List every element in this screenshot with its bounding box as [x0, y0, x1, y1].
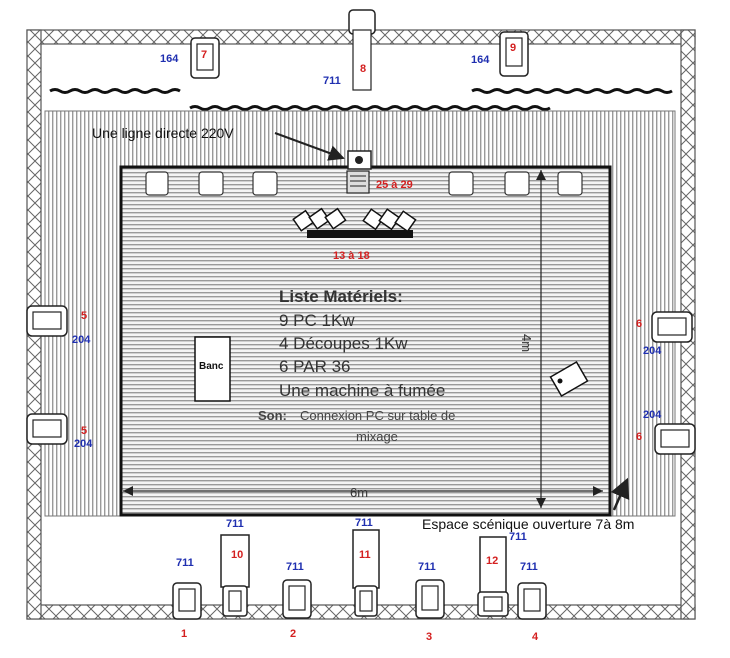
curtains — [49, 88, 673, 111]
fixture-5b — [26, 413, 68, 445]
fixture-number: 12 — [486, 555, 499, 567]
floor-lights-row — [145, 171, 583, 196]
floor-light — [252, 171, 278, 196]
dimension-6m-label: 6m — [350, 485, 369, 500]
fixture-model: 711 — [323, 75, 341, 87]
curtain-left — [49, 88, 181, 94]
range-label-top: 25 à 29 — [376, 179, 413, 191]
list-title: Liste Matériels: — [279, 287, 403, 306]
fixture-number: 8 — [360, 63, 367, 75]
fixture-11 — [352, 529, 380, 617]
fixture-model: 204 — [72, 334, 91, 346]
fixture-12 — [477, 536, 509, 617]
fixture-6b — [654, 423, 696, 455]
fixture-number: 11 — [359, 549, 371, 561]
fixture-model: 711 — [286, 561, 304, 573]
fixture-8 — [348, 9, 376, 91]
son-text: mixage — [356, 429, 398, 444]
curtain-right — [471, 88, 673, 94]
fixture-number: 9 — [510, 42, 517, 54]
floor-light — [557, 171, 583, 196]
bench — [194, 336, 231, 402]
smoke-machine-icon — [549, 360, 589, 398]
son-text: Connexion PC sur table de — [300, 408, 456, 423]
floor-light — [448, 171, 474, 196]
fixture-number: 6 — [636, 318, 643, 330]
bench-label: Banc — [199, 361, 224, 372]
fixture-model: 711 — [176, 557, 194, 569]
fixture-model: 711 — [418, 561, 436, 573]
fixture-model: 204 — [643, 345, 662, 357]
fixture-4 — [517, 582, 547, 620]
fixture-7 — [190, 37, 220, 79]
fixture-model: 711 — [509, 531, 527, 543]
stage-note-arrow — [610, 477, 630, 511]
par-can-icon — [362, 208, 385, 231]
direct-line-label: Une ligne directe 220V — [92, 125, 234, 141]
list-item: 4 Découpes 1Kw — [279, 334, 408, 353]
par-can-icon — [308, 207, 331, 230]
direct-line-arrow — [274, 132, 345, 161]
fixture-number: 2 — [290, 628, 297, 640]
list-item: Une machine à fumée — [279, 381, 446, 400]
son-label: Son: — [258, 408, 287, 423]
par-bar — [292, 207, 417, 238]
list-item: 9 PC 1Kw — [279, 311, 355, 330]
fixture-2 — [282, 579, 312, 619]
fixture-model: 204 — [74, 438, 93, 450]
dimension-4m-label: 4m — [519, 334, 534, 353]
fixture-5a — [26, 305, 68, 337]
fixture-model: 711 — [520, 561, 538, 573]
fixture-number: 5 — [81, 425, 88, 437]
fixture-model: 711 — [226, 518, 244, 530]
dimmer-box-icon — [346, 150, 372, 194]
stage-opening-note: Espace scénique ouverture 7à 8m — [422, 516, 635, 532]
fixture-9 — [499, 31, 529, 77]
floor-light — [198, 171, 224, 196]
fixture-number: 4 — [532, 631, 539, 643]
fixture-1 — [172, 582, 202, 620]
fixture-number: 5 — [81, 310, 88, 322]
par-can-icon — [394, 210, 417, 233]
fixture-number: 10 — [231, 549, 244, 561]
par-can-icon — [324, 207, 347, 230]
fixture-number: 3 — [426, 631, 433, 643]
fixture-6a — [651, 311, 693, 343]
fixture-model: 204 — [643, 409, 662, 421]
list-item: 6 PAR 36 — [279, 357, 351, 376]
fixture-10 — [220, 534, 250, 617]
fixture-model: 711 — [355, 517, 373, 529]
fixture-3 — [415, 579, 445, 619]
fixture-number: 7 — [201, 49, 208, 61]
fixture-model: 164 — [160, 53, 179, 65]
floor-light — [145, 171, 169, 196]
floor-light — [504, 171, 530, 196]
fixture-model: 164 — [471, 54, 490, 66]
curtain-center — [189, 105, 551, 111]
fixture-number: 1 — [181, 628, 188, 640]
fixture-number: 6 — [636, 431, 643, 443]
range-label-par: 13 à 18 — [333, 250, 370, 262]
